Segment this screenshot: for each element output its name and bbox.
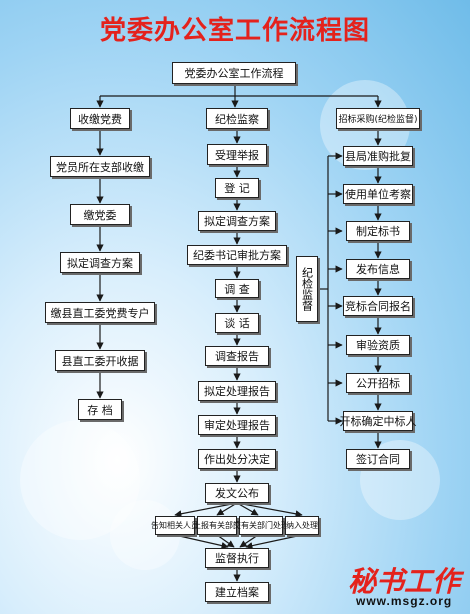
col2-branch: 纳入处理 <box>285 516 319 535</box>
col2-step: 作出处分决定 <box>198 449 276 469</box>
col2-branch: 上报有关部门 <box>193 516 241 535</box>
col2-step: 拟定处理报告 <box>198 381 276 401</box>
col2-step: 登 记 <box>215 178 259 198</box>
col2-step: 纪委书记审批方案 <box>187 245 287 265</box>
col3-step: 公开招标 <box>346 373 410 393</box>
node-root: 党委办公室工作流程 <box>172 62 296 84</box>
col3-step: 县局准购批复 <box>343 146 413 166</box>
col3-step: 发布信息 <box>346 259 410 279</box>
col1-step: 缴县直工委党费专户 <box>45 302 155 323</box>
col2-step: 调 查 <box>215 279 259 298</box>
col2-final: 建立档案 <box>205 582 269 602</box>
bg-bubble <box>110 500 180 570</box>
col3-step: 审验资质 <box>346 335 410 355</box>
col1-header: 收缴党费 <box>70 108 130 129</box>
col3-step: 签订合同 <box>346 449 410 469</box>
col3-side-supervision: 纪检监督 <box>296 256 318 322</box>
col2-header: 纪检监察 <box>206 108 268 129</box>
col2-final: 监督执行 <box>205 548 269 568</box>
bg-bubble <box>20 420 140 540</box>
col1-step: 存 档 <box>78 399 122 420</box>
col2-branch: 告知相关人员 <box>151 516 199 535</box>
col2-step: 发文公布 <box>205 483 269 503</box>
col1-step: 拟定调查方案 <box>60 252 140 273</box>
col3-step: 使用单位考察 <box>343 184 413 204</box>
col3-step: 竞标合同报名 <box>343 296 413 316</box>
col1-step: 党员所在支部收缴 <box>50 156 150 177</box>
col2-step: 受理举报 <box>207 144 267 165</box>
col2-step: 调查报告 <box>205 346 269 366</box>
col1-step: 县直工委开收据 <box>55 350 145 371</box>
col2-step: 拟定调查方案 <box>198 211 276 231</box>
col3-header: 招标采购(纪检监督) <box>336 108 420 129</box>
logo-url: www.msgz.org <box>356 594 453 608</box>
col3-step: 开标确定中标人 <box>340 411 417 431</box>
col2-branch: 交有关部门处理 <box>233 516 289 535</box>
col2-step: 审定处理报告 <box>198 415 276 435</box>
col1-step: 缴党委 <box>70 204 130 225</box>
col3-step: 制定标书 <box>346 221 410 241</box>
page-title: 党委办公室工作流程图 <box>99 16 370 46</box>
logo-text: 秘书工作 <box>348 565 461 598</box>
col2-step: 谈 话 <box>215 313 259 333</box>
